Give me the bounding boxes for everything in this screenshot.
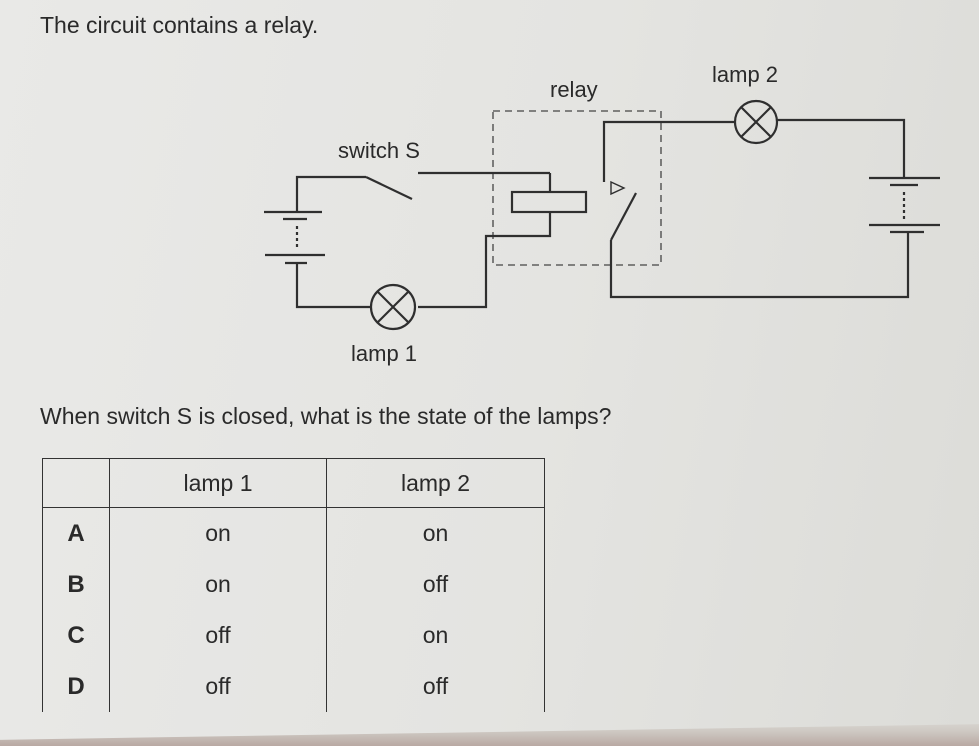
intro-text: The circuit contains a relay. [40, 12, 319, 38]
switch-s-label: switch S [338, 138, 420, 163]
option-c[interactable]: C [42, 610, 110, 661]
lamp-1-state: on [109, 507, 327, 559]
table-row[interactable]: B on off [42, 559, 545, 610]
question-text: When switch S is closed, what is the sta… [40, 403, 612, 429]
table-row[interactable]: A on on [42, 507, 545, 559]
lamp-1-state: off [109, 661, 327, 712]
relay-circuit-diagram: relay switch S lamp 1 [264, 62, 940, 366]
lamp-2-symbol [733, 99, 779, 145]
table-row[interactable]: C off on [42, 610, 545, 661]
secondary-circuit: lamp 2 [602, 62, 940, 299]
table-header-option [42, 458, 110, 508]
answer-table: lamp 1 lamp 2 A on on B on off C off on … [42, 458, 545, 712]
lamp-2-label: lamp 2 [712, 62, 778, 87]
option-d[interactable]: D [42, 661, 110, 712]
table-header-lamp-2: lamp 2 [326, 458, 545, 508]
relay-enclosure [492, 110, 662, 266]
battery-2-symbol [869, 176, 940, 234]
relay-switch-contacts [602, 120, 910, 299]
primary-circuit: switch S lamp 1 [264, 138, 588, 366]
page-bottom-edge [0, 724, 979, 746]
switch-s-symbol [365, 171, 550, 200]
option-b[interactable]: B [42, 559, 110, 610]
lamp-1-label: lamp 1 [351, 341, 417, 366]
table-header-lamp-1: lamp 1 [109, 458, 327, 508]
lamp-1-state: off [109, 610, 327, 661]
relay-label: relay [550, 77, 598, 102]
battery-1-symbol [264, 210, 325, 265]
table-header-row: lamp 1 lamp 2 [42, 458, 545, 508]
lamp-2-state: on [326, 610, 545, 661]
lamp-2-state: off [326, 559, 545, 610]
lamp-1-state: on [109, 559, 327, 610]
relay-coil [510, 190, 588, 214]
lamp-1-symbol [369, 283, 417, 331]
lamp-2-state: off [326, 661, 545, 712]
table-row[interactable]: D off off [42, 661, 545, 712]
lamp-2-state: on [326, 507, 545, 559]
option-a[interactable]: A [42, 507, 110, 559]
